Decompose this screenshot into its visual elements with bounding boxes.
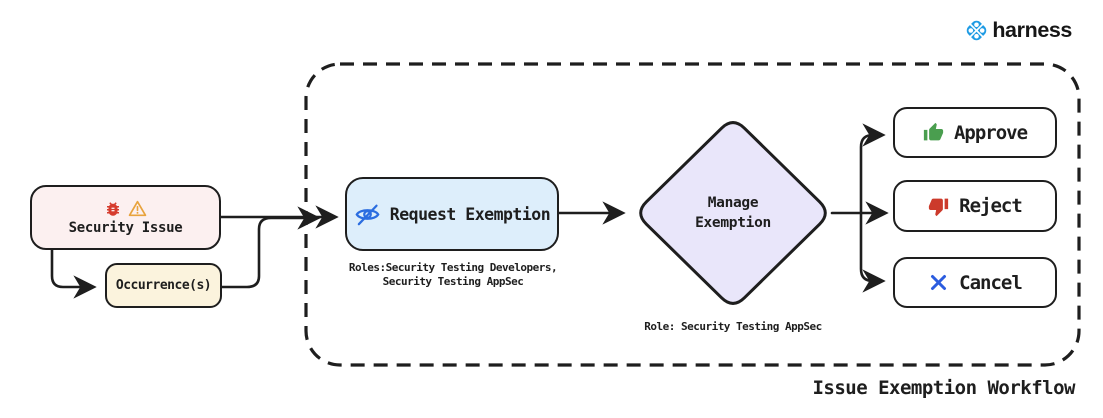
manage-exemption-label-line2: Exemption — [695, 215, 771, 231]
harness-wordmark: harness — [992, 18, 1072, 42]
request-exemption-roles-note: Roles:Security Testing Developers, Secur… — [333, 261, 573, 289]
arrow-occurrence-to-request — [220, 206, 321, 289]
x-icon — [931, 275, 947, 290]
harness-logo-icon — [967, 20, 987, 41]
warning-icon — [128, 200, 147, 217]
occurrences-node: Occurrence(s) — [105, 263, 222, 308]
security-issue-icons — [104, 199, 147, 218]
manage-exemption-label-line1: Manage — [707, 195, 759, 211]
arrow-manage-to-cancel — [859, 211, 886, 293]
arrow-manage-to-approve — [859, 123, 886, 215]
manage-exemption-node: Manage Exemption — [631, 113, 835, 313]
occurrences-label: Occurrence(s) — [115, 278, 212, 293]
reject-label: Reject — [959, 195, 1023, 217]
security-issue-label: Security Issue — [68, 220, 183, 236]
thumbs-up-icon — [923, 122, 944, 141]
roles-note-line1: Roles:Security Testing Developers, — [348, 261, 558, 274]
diamond-shape — [639, 121, 827, 305]
roles-note-line2: Security Testing AppSec — [382, 275, 524, 288]
thumbs-down-icon — [929, 198, 949, 216]
approve-label: Approve — [953, 121, 1028, 144]
harness-logo: harness — [963, 17, 1072, 44]
request-exemption-node: Request Exemption — [345, 177, 559, 251]
manage-exemption-label: Manage Exemption — [631, 113, 835, 313]
reject-node: Reject — [893, 180, 1057, 232]
manage-exemption-role-note: Role: Security Testing AppSec — [644, 320, 822, 333]
cancel-node: Cancel — [893, 257, 1057, 308]
approve-node: Approve — [893, 107, 1057, 158]
security-issue-node: Security Issue — [30, 185, 221, 250]
workflow-title: Issue Exemption Workflow — [812, 377, 1075, 399]
eye-off-icon — [355, 204, 380, 225]
request-exemption-label: Request Exemption — [389, 204, 551, 224]
bug-icon — [107, 201, 119, 216]
cancel-label: Cancel — [959, 271, 1023, 294]
arrow-security-to-occurrence — [50, 248, 97, 299]
